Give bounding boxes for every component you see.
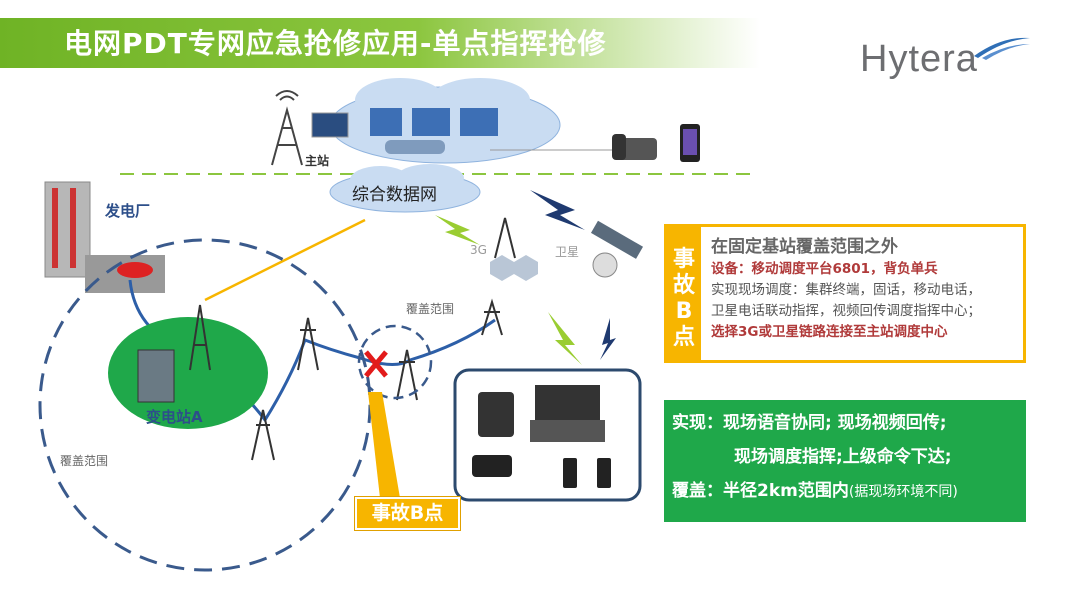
incident-line-1: 实现现场调度：集群终端，固话，移动电话， [711,282,981,298]
substation-label: 变电站A [146,408,203,426]
satellite-label: 卫星 [555,245,580,259]
title-bar [0,18,760,68]
link-line [204,218,366,302]
summary-line-3: 覆盖：半径2km范围内(据现场环境不同) [672,474,1026,509]
3g-cell-icon [490,255,538,281]
lightning-icon [548,312,582,365]
data-network-label: 综合数据网 [352,185,437,205]
incident-line-2: 卫星电话联动指挥，视频回传调度指挥中心； [711,303,981,319]
coverage-label-left: 覆盖范围 [60,454,109,468]
swoosh-icon [974,37,1030,60]
core-cloud-icon [311,78,561,164]
pylon-icons [189,217,516,461]
dispatch-console-icon [530,385,605,442]
incident-equipment: 设备：移动调度平台6801，背负单兵 [711,261,938,277]
incident-b-callout: 事故B点 [355,497,460,530]
incident-line-3: 选择3G或卫星链路连接至主站调度中心 [711,324,948,340]
radio-icons [563,458,611,488]
coverage-circle-small [357,324,433,400]
summary-line-3-main: 覆盖：半径2km范围内 [672,481,849,501]
main-station-label: 主站 [305,154,330,168]
coverage-label-right: 覆盖范围 [406,302,455,316]
lightning-icon [435,215,480,245]
incident-side-label: 事故B点 [667,227,701,360]
callout-pointer [368,392,400,498]
backpack-icon [478,392,514,437]
summary-box: 实现：现场语音协同; 现场视频回传; 现场调度指挥;上级命令下达; 覆盖：半径2… [664,400,1026,522]
lightning-icon [600,318,616,360]
power-plant-icon [44,181,165,293]
summary-line-2: 现场调度指挥;上级命令下达; [734,447,952,467]
page-title: 电网PDT专网应急抢修应用-单点指挥抢修 [64,27,607,60]
mobile-phone-icon [680,124,700,162]
satellite-icon [590,220,644,278]
desk-phone-icon [612,134,657,160]
summary-line-1: 实现：现场语音协同; 现场视频回传; [672,413,947,433]
hytera-logo: Hytera [860,32,1030,82]
summary-line-3-note: (据现场环境不同) [848,484,958,500]
incident-heading: 在固定基站覆盖范围之外 [711,237,898,257]
camera-icon [472,455,512,477]
lightning-icon [530,190,585,230]
3g-label: 3G [470,243,487,257]
substation-icon [137,349,175,403]
power-plant-label: 发电厂 [105,202,151,220]
incident-info-box: 事故B点 在固定基站覆盖范围之外 设备：移动调度平台6801，背负单兵 实现现场… [664,224,1026,363]
logo-text: Hytera [860,38,978,80]
main-tower-icon [271,90,303,166]
data-network-cloud-icon [329,164,481,213]
fault-x-icon [364,350,388,378]
